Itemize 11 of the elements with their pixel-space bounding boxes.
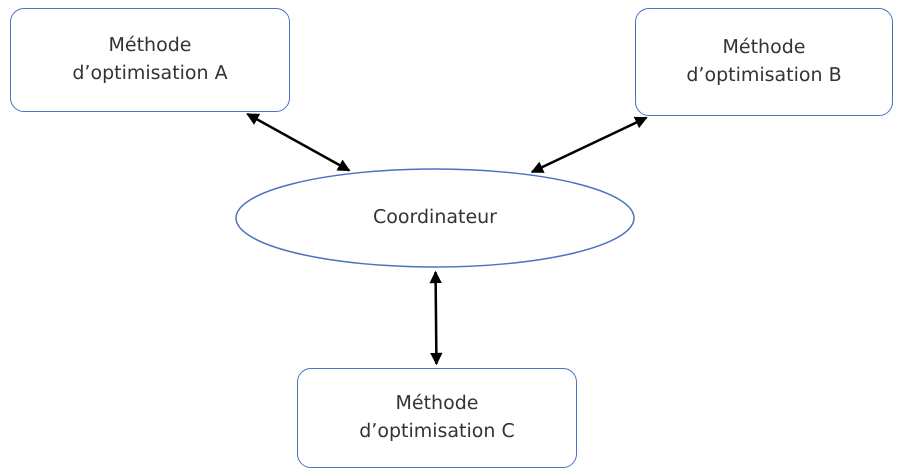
node-label: Méthode d’optimisation A [71, 33, 229, 86]
node-label: Coordinateur [372, 205, 497, 230]
process-box [635, 8, 893, 116]
process-box [297, 368, 577, 468]
double-arrow [246, 112, 350, 172]
node-label: Méthode d’optimisation C [358, 391, 516, 444]
node-label: Méthode d’optimisation B [685, 35, 843, 88]
double-arrow [530, 116, 648, 174]
double-arrow [429, 270, 443, 366]
process-box [10, 8, 290, 112]
ellipse-node [235, 168, 635, 268]
